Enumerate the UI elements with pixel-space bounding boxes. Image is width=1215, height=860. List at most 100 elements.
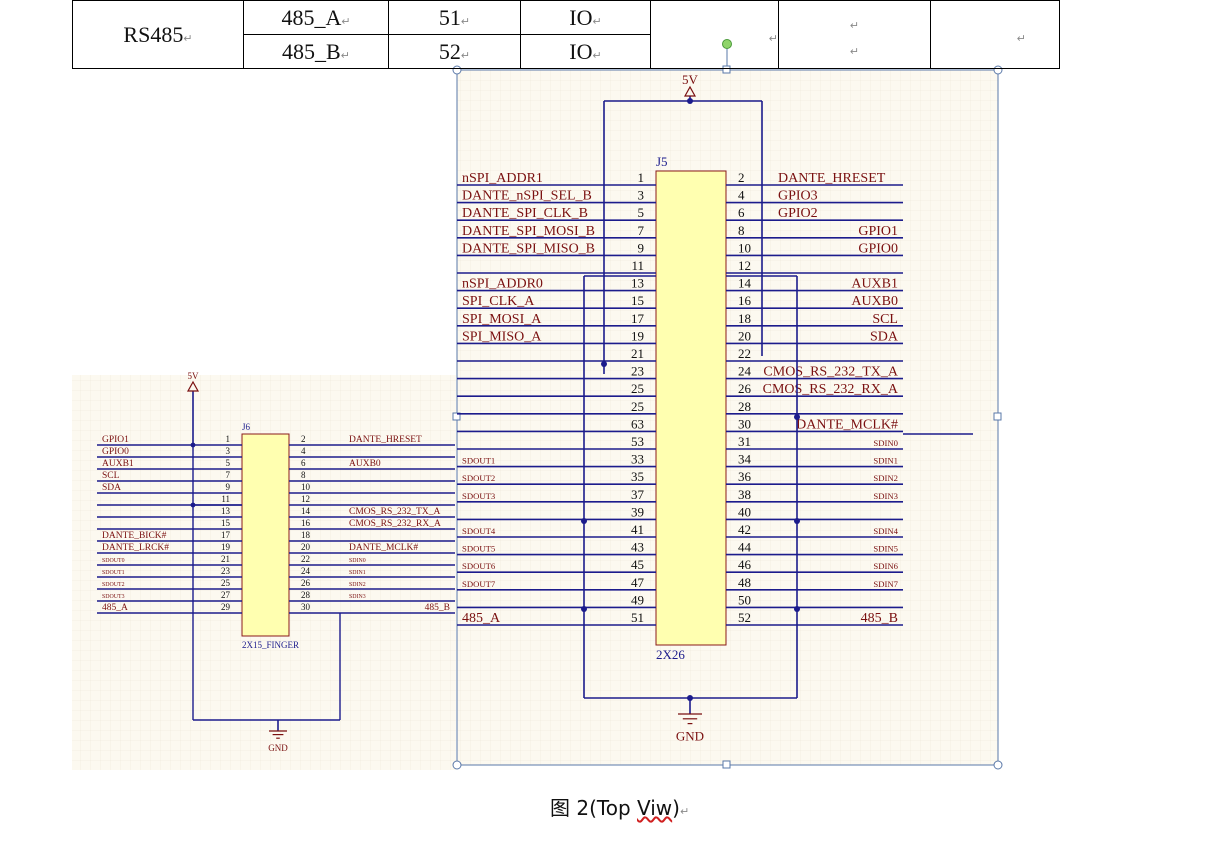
net-label: SDOUT2 [102, 582, 125, 588]
net-label: GPIO1 [102, 435, 129, 445]
pin-number: 15 [221, 518, 231, 528]
junction-dot [190, 502, 196, 508]
power-arrow-icon [683, 85, 697, 97]
pin-number: 2 [738, 170, 745, 185]
pin-number: 12 [738, 258, 751, 273]
junction-dot [190, 442, 196, 448]
net-label: AUXB1 [102, 459, 134, 469]
pin-number: 5 [638, 205, 645, 220]
pin-number: 30 [301, 602, 311, 612]
pin-number: 13 [631, 276, 644, 291]
misspelled-word: Viw [637, 796, 673, 820]
junction-dot [794, 414, 800, 420]
pin-number: 8 [738, 223, 745, 238]
net-label: DANTE_nSPI_SEL_B [462, 189, 592, 204]
net-label: SDIN2 [349, 582, 366, 588]
empty-cell: ↵ [930, 0, 1060, 69]
part-value: 2X26 [656, 647, 685, 662]
pin-number: 11 [631, 258, 644, 273]
net-label: SDIN7 [873, 579, 898, 589]
pin-number: 28 [301, 590, 311, 600]
pin-number: 22 [738, 346, 751, 361]
net-label: DANTE_LRCK# [102, 543, 169, 553]
signal-cell: 485_A↵ [243, 0, 389, 35]
junction-dot [601, 361, 607, 367]
pin-number: 25 [631, 381, 644, 396]
net-label: 485_A [462, 611, 501, 626]
pin-number: 18 [301, 530, 311, 540]
pin-number: 48 [738, 575, 751, 590]
net-label: SPI_MOSI_A [462, 312, 542, 327]
pin-number: 17 [631, 311, 645, 326]
net-label: AUXB0 [851, 294, 898, 309]
net-label: SDOUT7 [462, 579, 496, 589]
net-label: SDA [870, 329, 899, 344]
pin-number: 49 [631, 592, 644, 607]
net-label: 485_B [861, 611, 898, 626]
pin-number: 1 [638, 170, 645, 185]
pin-number: 24 [738, 364, 752, 379]
net-label: 485_B [425, 603, 450, 613]
net-label: CMOS_RS_232_TX_A [349, 507, 440, 517]
pin-number: 16 [301, 518, 311, 528]
pin-number: 4 [738, 188, 745, 203]
pin-number: 7 [226, 470, 231, 480]
net-label: GPIO3 [778, 189, 818, 204]
pin-number: 41 [631, 522, 644, 537]
type-cell: IO↵ [520, 34, 651, 69]
pin-number: 30 [738, 416, 751, 431]
pin-number: 26 [738, 381, 752, 396]
net-label: DANTE_MCLK# [349, 543, 418, 553]
pin-number: 14 [738, 276, 752, 291]
pin-number: 53 [631, 434, 644, 449]
signal-cell: 485_B↵ [243, 34, 389, 69]
pin-number: 13 [221, 506, 231, 516]
junction-dot [687, 695, 693, 701]
pin-number: 25 [631, 399, 644, 414]
net-label: CMOS_RS_232_TX_A [763, 365, 898, 380]
pin-number: 16 [738, 293, 752, 308]
pin-number: 10 [738, 240, 751, 255]
pin-number: 23 [221, 566, 231, 576]
net-label: SDA [102, 483, 121, 493]
pin-number: 29 [221, 602, 231, 612]
net-label: SDIN4 [873, 526, 898, 536]
pin-number: 9 [226, 482, 231, 492]
connector-body [241, 433, 290, 637]
net-label: SDIN6 [873, 561, 898, 571]
empty-cell: ↵↵ [778, 0, 931, 69]
pin-number: 6 [301, 458, 306, 468]
junction-dot [687, 98, 693, 104]
net-label: SDOUT3 [462, 491, 495, 501]
pin-table: RS485↵ 485_A↵ 51↵ IO↵ ↵ ↵↵ ↵ 485_B↵ 52↵ … [72, 0, 1060, 69]
ground-label: GND [268, 743, 288, 753]
pin-number: 35 [631, 469, 644, 484]
net-label: SDOUT1 [462, 456, 495, 466]
net-label: GPIO0 [102, 447, 129, 457]
net-label: CMOS_RS_232_RX_A [349, 519, 441, 529]
table-row: RS485↵ 485_A↵ 51↵ IO↵ ↵ ↵↵ ↵ [72, 0, 1060, 69]
net-label: SDOUT2 [462, 473, 495, 483]
power-label: 5V [682, 72, 699, 87]
pin-number: 46 [738, 557, 752, 572]
pin-number: 21 [631, 346, 644, 361]
pin-number: 27 [221, 590, 231, 600]
net-label: AUXB0 [349, 459, 381, 469]
power-label: 5V [188, 371, 200, 381]
net-label: GPIO1 [858, 224, 898, 239]
net-label: GPIO2 [778, 206, 818, 221]
net-label: DANTE_SPI_MISO_B [462, 241, 595, 256]
pin-number: 14 [301, 506, 311, 516]
net-label: DANTE_BICK# [102, 531, 167, 541]
pin-number: 52 [738, 610, 751, 625]
pin-number: 4 [301, 446, 306, 456]
pin-number: 25 [221, 578, 231, 588]
connector-body [655, 170, 727, 646]
pin-number: 10 [301, 482, 311, 492]
net-label: SCL [102, 471, 120, 481]
pin-number: 22 [301, 554, 310, 564]
pin-number: 6 [738, 205, 745, 220]
pin-number: 3 [226, 446, 231, 456]
part-value: 2X15_FINGER [242, 640, 299, 650]
pin-number: 18 [738, 311, 751, 326]
